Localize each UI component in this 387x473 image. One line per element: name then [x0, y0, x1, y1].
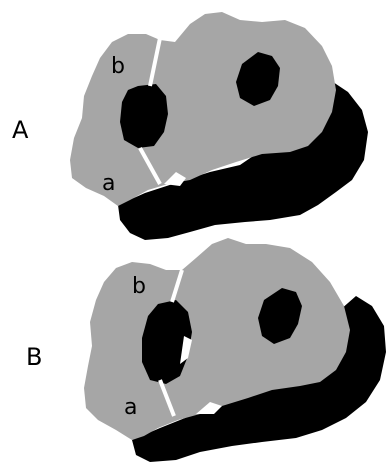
- panel-a-label: A: [12, 118, 28, 142]
- panel-b-label-b: b: [132, 274, 146, 299]
- panel-b-label: B: [26, 345, 42, 369]
- panel-a-label-b: b: [111, 54, 125, 79]
- panel-a: b a: [70, 12, 368, 240]
- panel-a-label-a: a: [102, 171, 115, 196]
- panel-b-label-a: a: [124, 395, 137, 420]
- panel-b: b a: [84, 238, 386, 462]
